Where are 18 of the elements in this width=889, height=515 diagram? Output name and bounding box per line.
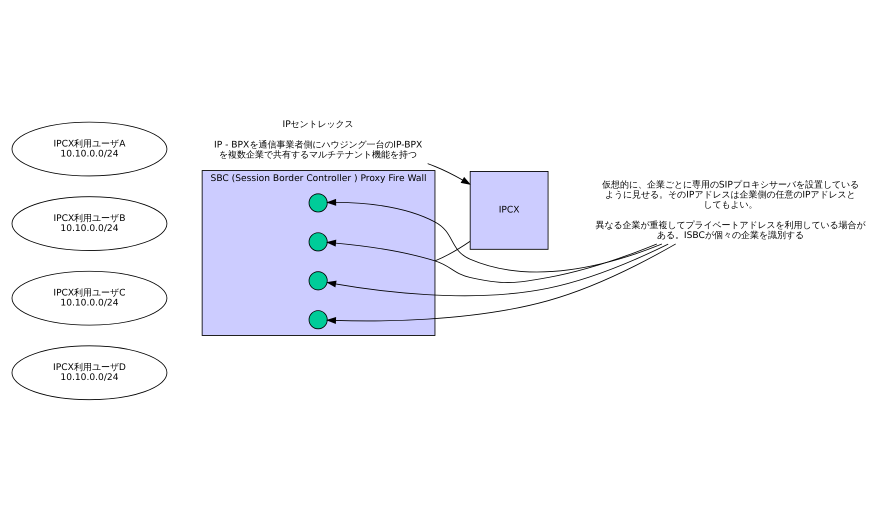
arrow (326, 243, 676, 324)
node-ellipse: IPCX利用ユーザA 10.10.0.0/24 (12, 121, 168, 176)
node-circle (308, 232, 328, 251)
connector (434, 240, 471, 261)
node-text: 仮想的に、企業ごとに専用のSIPプロキシサーバを設置しているように見せる。そのIPアドレスは企業側の任意のIPアドレスとしてもよい。 異なる企業が重複してプライベートアドレスを利用している場合がある。ISBCが個々の企業を識別する (595, 180, 866, 240)
arrow (427, 162, 471, 184)
node-circle (308, 192, 328, 212)
arrow (326, 243, 669, 296)
node-ellipse: IPCX利用ユーザB 10.10.0.0/24 (12, 196, 168, 250)
node-box: IPCX (470, 170, 548, 250)
arrow (326, 198, 662, 272)
arrow (326, 239, 658, 282)
node-ellipse: IPCX利用ユーザD 10.10.0.0/24 (12, 344, 168, 400)
node-text: IPセントレックス IP - BPXを通信事業者側にハウジング一台のIP-BPXを複数企業で共有するマルチテナント機能を持つ (214, 119, 422, 160)
node-circle (308, 270, 328, 290)
node-circle (308, 310, 328, 329)
cluster: SBC (Session Border Controller ) Proxy Fire Wall (202, 170, 436, 336)
node-ellipse: IPCX利用ユーザC 10.10.0.0/24 (12, 270, 168, 326)
